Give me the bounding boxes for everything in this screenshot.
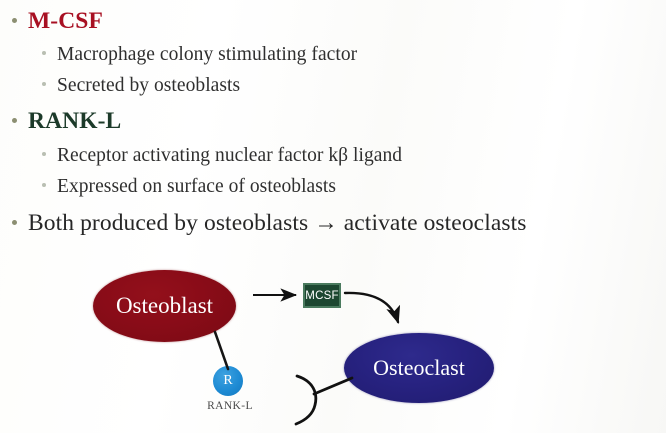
bullet-dot-icon <box>42 152 46 156</box>
osteoblast-cell: Osteoblast <box>93 270 236 342</box>
mcsf-label: MCSF <box>305 289 339 302</box>
signalling-diagram: Osteoblast Osteoclast <box>0 250 666 433</box>
osteoblast-label: Osteoblast <box>115 293 214 318</box>
bullet-rank-l: RANK-L <box>0 106 121 136</box>
bullet-dot-icon <box>12 118 17 123</box>
bullet-both-produced-by-osteoblasts-label: Both produced by osteoblasts → activate … <box>28 210 527 236</box>
bullet-expressed-on-surface-of-osteoblasts: Expressed on surface of osteoblasts <box>0 174 336 200</box>
bullet-dot-icon <box>12 18 17 23</box>
bullet-expressed-on-surface-of-osteoblasts-label: Expressed on surface of osteoblasts <box>57 176 337 197</box>
rankl-caption: RANK-L <box>207 400 253 412</box>
bullet-both-produced-by-osteoblasts: Both produced by osteoblasts → activate … <box>0 208 527 238</box>
osteoclast-cell: Osteoclast <box>344 333 494 403</box>
bullet-rank-l-label: RANK-L <box>28 108 122 134</box>
rankl-receptor-circle: R <box>213 366 243 396</box>
bullet-dot-icon <box>12 220 17 225</box>
bullet-m-csf-label: M-CSF <box>28 8 103 34</box>
bullet-macrophage-colony-stimulating-factor-label: Macrophage colony stimulating factor <box>57 44 358 65</box>
bullet-receptor-activating-nuclear-factor-label: Receptor activating nuclear factor kβ li… <box>57 145 403 166</box>
bullet-dot-icon <box>42 82 46 86</box>
bullet-receptor-activating-nuclear-factor: Receptor activating nuclear factor kβ li… <box>0 143 402 169</box>
rankl-receptor-label: R <box>223 373 233 388</box>
bullet-m-csf: M-CSF <box>0 6 103 36</box>
bullet-dot-icon <box>42 183 46 187</box>
bullet-secreted-by-osteoblasts: Secreted by osteoblasts <box>0 73 240 99</box>
bullet-dot-icon <box>42 51 46 55</box>
mcsf-box: MCSF <box>303 283 341 308</box>
bullet-secreted-by-osteoblasts-label: Secreted by osteoblasts <box>57 75 241 96</box>
osteoclast-label: Osteoclast <box>373 355 465 380</box>
bullet-macrophage-colony-stimulating-factor: Macrophage colony stimulating factor <box>0 42 357 68</box>
